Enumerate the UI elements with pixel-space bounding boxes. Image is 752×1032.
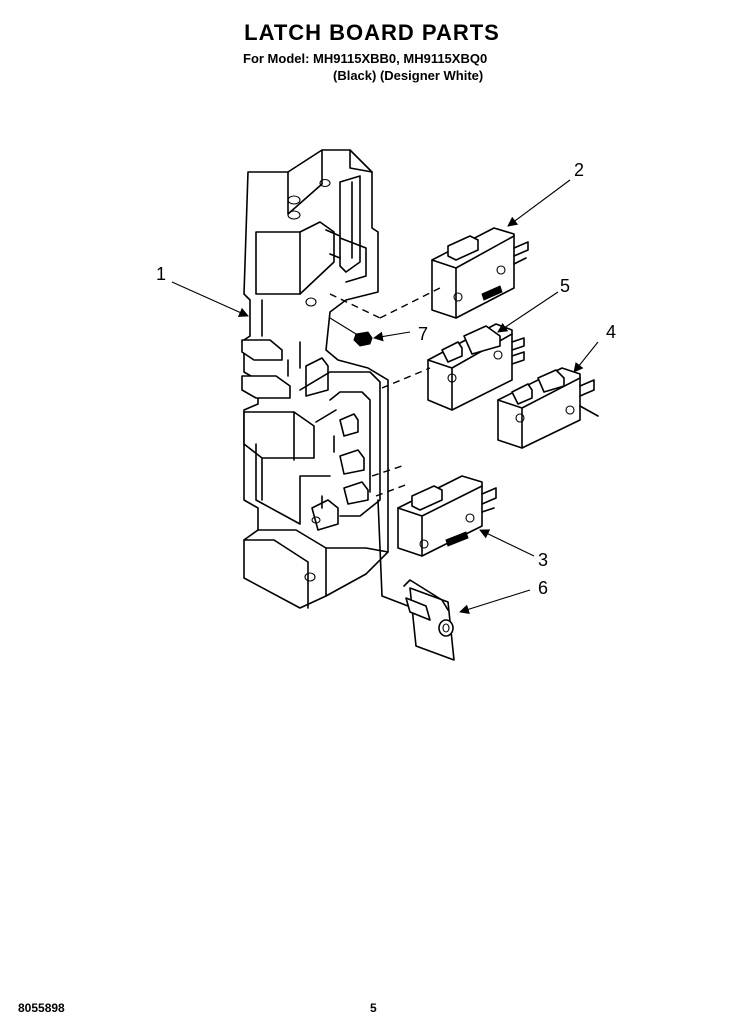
callout-3: 3 xyxy=(538,550,548,570)
model-colors: (Black) (Designer White) xyxy=(333,68,484,83)
page-title: LATCH BOARD PARTS xyxy=(244,20,500,45)
screw-part-7 xyxy=(329,317,373,347)
bracket-part-6 xyxy=(403,579,455,661)
callout-2: 2 xyxy=(574,160,584,180)
latch-board-part-1 xyxy=(241,149,389,609)
callout-leaders xyxy=(171,179,599,615)
model-numbers: For Model: MH9115XBB0, MH9115XBQ0 xyxy=(243,51,488,66)
callout-5: 5 xyxy=(560,276,570,296)
page-number: 5 xyxy=(370,1001,377,1015)
switch-part-4 xyxy=(497,367,599,449)
switch-part-3 xyxy=(397,475,497,557)
document-number: 8055898 xyxy=(18,1001,65,1015)
callout-6: 6 xyxy=(538,578,548,598)
callout-4: 4 xyxy=(606,322,616,342)
callout-1: 1 xyxy=(156,264,166,284)
callout-7: 7 xyxy=(418,324,428,344)
assembly-dashed-lines xyxy=(329,285,445,607)
switch-part-2 xyxy=(431,227,529,319)
switch-part-5 xyxy=(427,323,525,411)
